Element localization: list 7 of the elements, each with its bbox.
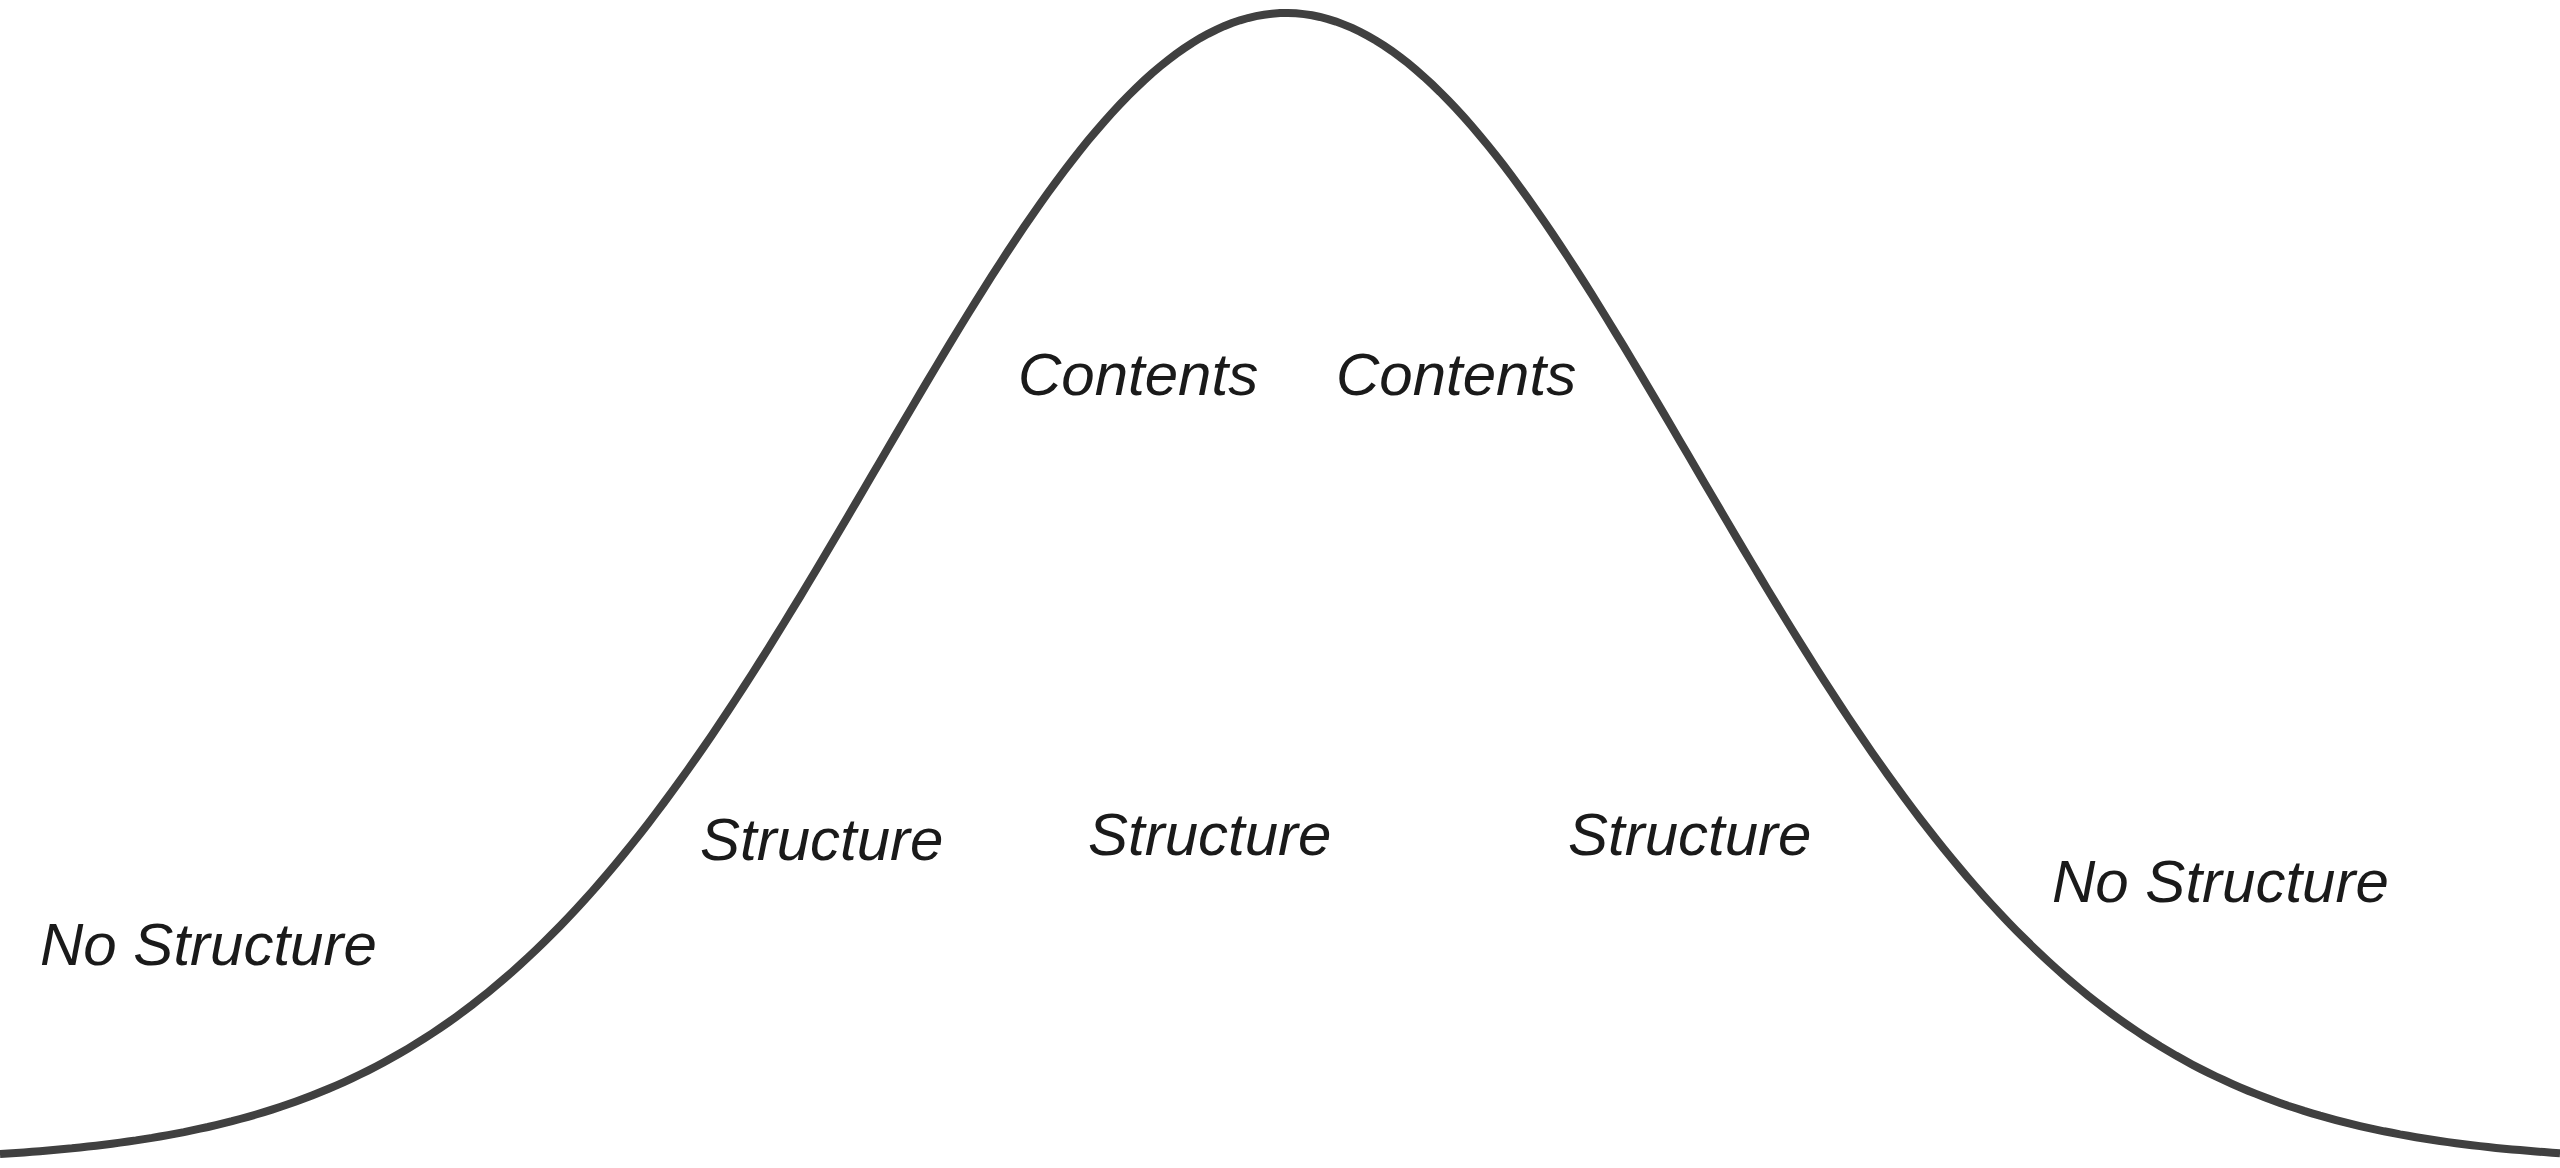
curve-label: Structure	[1088, 805, 1332, 865]
curve-label: Structure	[700, 810, 944, 870]
curve-label: Contents	[1018, 345, 1259, 405]
curve-label: No Structure	[40, 915, 377, 975]
curve-label: Contents	[1336, 345, 1577, 405]
curve-label: Structure	[1568, 805, 1812, 865]
curve-label: No Structure	[2052, 852, 2389, 912]
